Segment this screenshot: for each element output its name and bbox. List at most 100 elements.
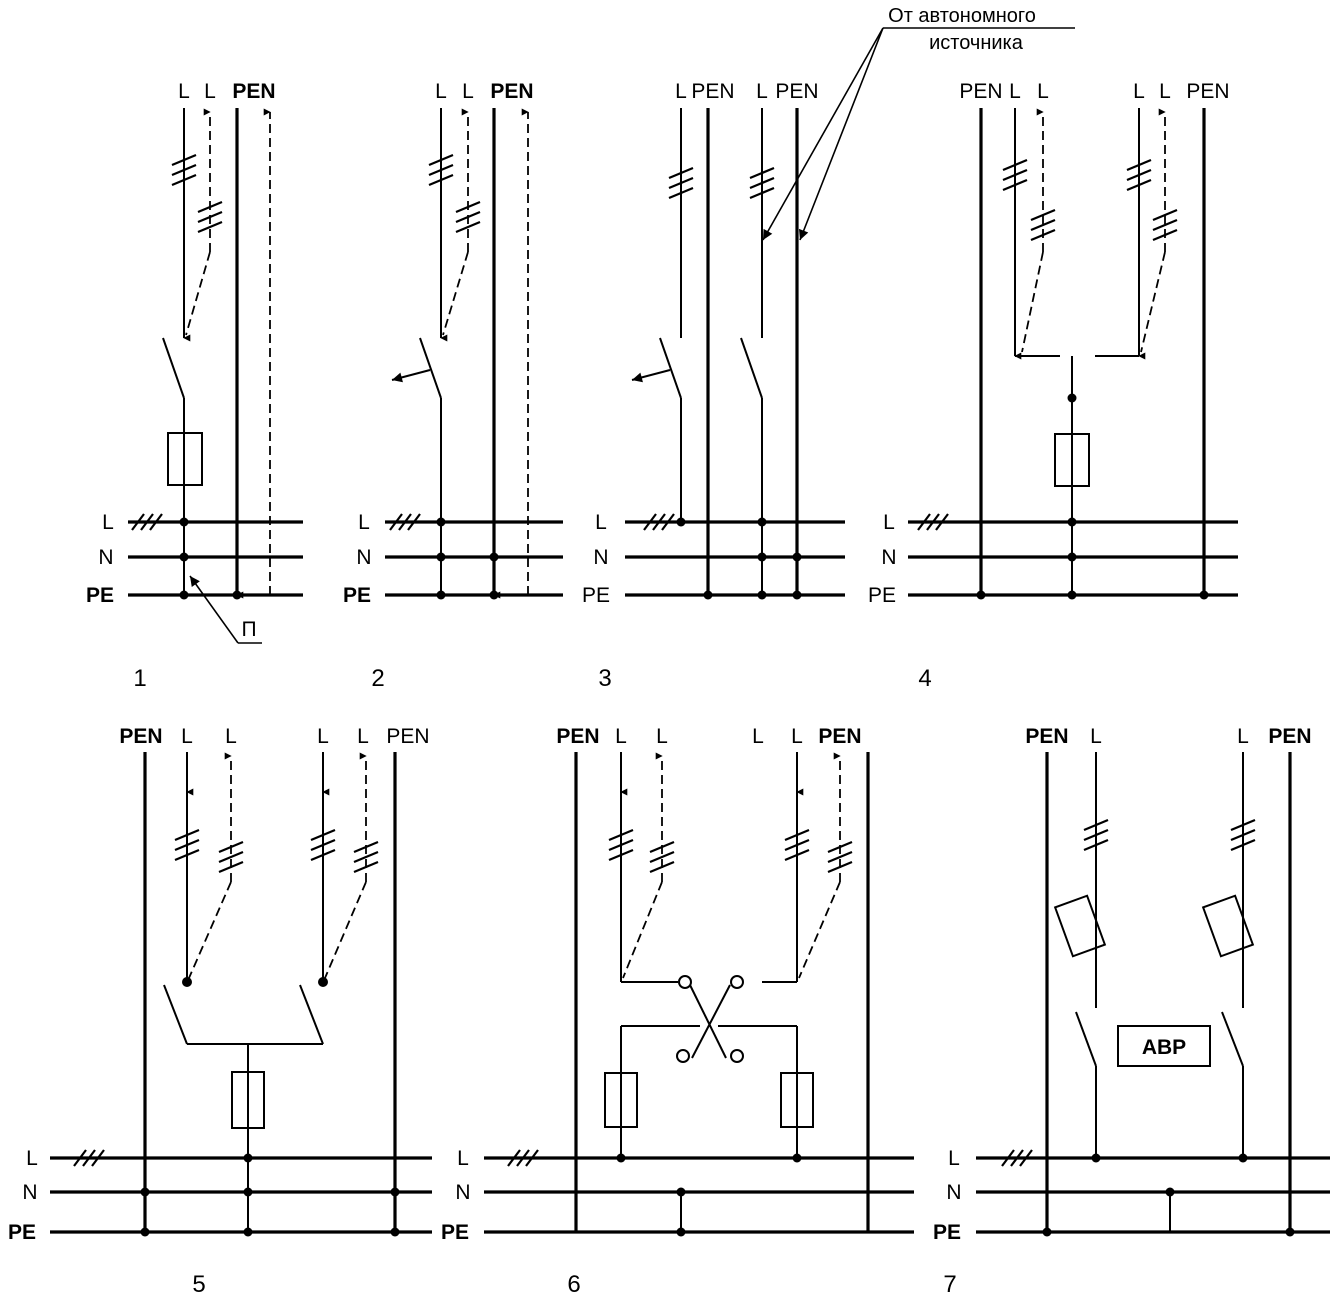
s2-bus-hatch — [389, 513, 421, 531]
s4-bus-label-pe: PE — [868, 584, 896, 607]
s5-node — [243, 1187, 253, 1197]
scheme-number-3: 3 — [598, 665, 611, 692]
s4-bus-hatch — [917, 513, 949, 531]
s6-node — [676, 1227, 686, 1237]
scheme-2: L L PEN L N PE — [343, 80, 563, 692]
s4-hatch-marks — [1002, 158, 1178, 242]
s6-label-l3: L — [752, 725, 764, 748]
s2-switch-blade — [419, 337, 442, 399]
s4-label-pen1: PEN — [959, 80, 1002, 103]
s5-hatch-marks — [174, 828, 379, 874]
s5-node — [243, 1227, 253, 1237]
s1-bus-hatch — [131, 513, 163, 531]
s6-label-l4: L — [791, 725, 803, 748]
s6-crossover-blade-2 — [691, 984, 731, 1059]
s6-fuse-1 — [604, 1072, 638, 1128]
s1-label-l2: L — [204, 80, 216, 103]
s1-fuse — [167, 432, 203, 486]
scheme-5: PEN L L L L PEN — [8, 725, 432, 1298]
s3-switch2-blade — [740, 337, 763, 399]
s3-switch1-blade — [659, 337, 682, 399]
s4-bus-label-n: N — [881, 546, 896, 569]
s5-node — [390, 1227, 400, 1237]
s3-node — [703, 590, 713, 600]
s5-node — [390, 1187, 400, 1197]
s7-node — [1091, 1153, 1101, 1163]
s3-node — [757, 552, 767, 562]
s6-contact-open — [730, 1049, 744, 1063]
s4-bus-label-l: L — [883, 511, 895, 534]
annotation-line-1: От автономного — [888, 5, 1036, 27]
s5-label-l3: L — [317, 725, 329, 748]
s1-l2-dashed-link — [185, 251, 211, 336]
s6-bus-hatch — [507, 1149, 539, 1167]
s3-label-pen1: PEN — [691, 80, 734, 103]
s3-node — [757, 590, 767, 600]
s6-label-pen1: PEN — [556, 725, 599, 748]
s4-label-l2: L — [1037, 80, 1049, 103]
s7-label-l2: L — [1237, 725, 1249, 748]
s2-l2-dashed-link — [442, 251, 469, 336]
s1-bus-label-l: L — [102, 511, 114, 534]
s4-l2-dashed-link — [1021, 251, 1044, 353]
s4-node — [1199, 590, 1209, 600]
s7-switch1-blade — [1075, 1011, 1097, 1067]
s2-label-l1: L — [435, 80, 447, 103]
s3-label-pen2: PEN — [775, 80, 818, 103]
s3-bus-label-n: N — [593, 546, 608, 569]
s1-label-l1: L — [178, 80, 190, 103]
s5-node — [140, 1227, 150, 1237]
s5-label-l1: L — [181, 725, 193, 748]
s6-bus-label-n: N — [455, 1181, 470, 1204]
s1-node — [179, 552, 189, 562]
s5-contact-node — [318, 977, 328, 987]
s1-node — [232, 590, 242, 600]
s1-marker-label: П — [241, 618, 256, 641]
s2-switch-actuator — [391, 369, 431, 383]
s6-l2-dashed-link — [622, 881, 663, 979]
s1-node — [179, 517, 189, 527]
s3-hatch-marks — [668, 166, 775, 200]
s4-label-l4: L — [1159, 80, 1171, 103]
s2-node — [436, 517, 446, 527]
s7-label-pen2: PEN — [1268, 725, 1311, 748]
s7-node — [1165, 1187, 1175, 1197]
scheme-number-5: 5 — [192, 1271, 205, 1298]
scheme-4: PEN L L L L PEN — [868, 80, 1238, 692]
annotation-line-2: источника — [929, 32, 1024, 54]
s5-blade-right — [299, 984, 324, 1045]
scheme-6: PEN L L L L PEN — [441, 725, 914, 1298]
s6-node — [676, 1187, 686, 1197]
s7-fuse-2 — [1201, 894, 1255, 958]
s4-node — [1067, 552, 1077, 562]
s4-node — [1067, 517, 1077, 527]
s1-hatch-marks — [171, 153, 223, 234]
s6-crossover-blade-1 — [689, 984, 727, 1059]
s5-label-pen1: PEN — [119, 725, 162, 748]
s4-node — [976, 590, 986, 600]
s5-bus-hatch — [73, 1149, 105, 1167]
annotation-leader-1 — [762, 27, 884, 241]
s7-node — [1285, 1227, 1295, 1237]
s6-label-pen2: PEN — [818, 725, 861, 748]
s2-hatch-marks — [428, 153, 481, 234]
s4-label-l3: L — [1133, 80, 1145, 103]
s3-bus-label-pe: PE — [582, 584, 610, 607]
scheme-7: PEN L L PEN АВР — [933, 725, 1330, 1298]
scheme-1: L L PEN L N PE — [86, 80, 303, 692]
s7-avr-label: АВР — [1142, 1036, 1186, 1059]
s7-fuse-1 — [1053, 894, 1107, 958]
s3-bus-label-l: L — [595, 511, 607, 534]
s6-node — [792, 1153, 802, 1163]
s3-switch1-actuator — [631, 369, 671, 383]
s5-bus-label-pe: PE — [8, 1221, 36, 1244]
scheme-number-7: 7 — [943, 1271, 956, 1298]
s1-bus-label-pe: PE — [86, 584, 114, 607]
s3-node — [757, 517, 767, 527]
s2-node — [489, 590, 499, 600]
s5-fuse — [231, 1071, 265, 1129]
s1-switch-blade — [162, 337, 185, 399]
s1-node — [179, 590, 189, 600]
s4-l4-dashed-link — [1140, 251, 1166, 353]
